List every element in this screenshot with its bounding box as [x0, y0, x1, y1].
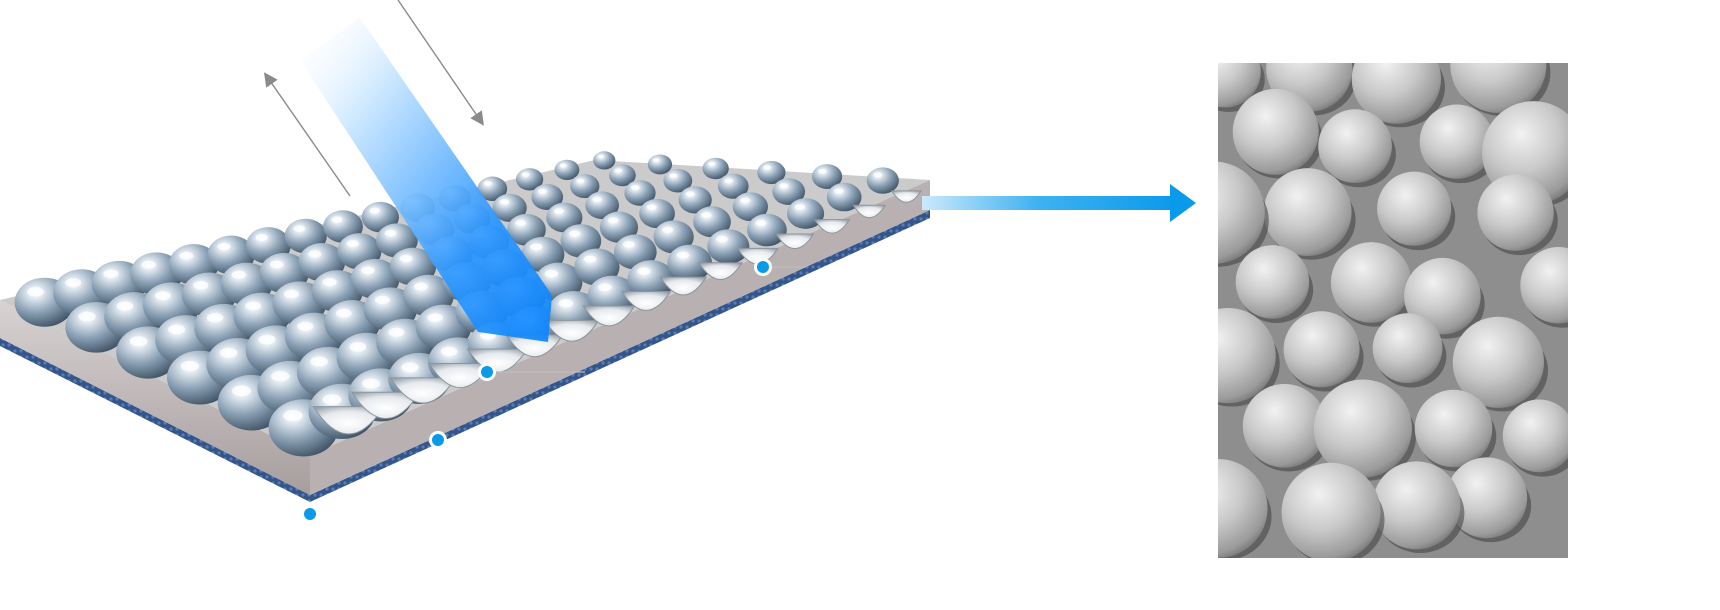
microsphere [1520, 247, 1568, 328]
glass-bead [647, 154, 673, 175]
arrow-up-left-icon [264, 72, 351, 197]
half-shell-cup [852, 204, 887, 219]
glass-bead [477, 176, 508, 201]
glass-bead [663, 168, 693, 193]
microsphere [1502, 399, 1568, 477]
microsphere [1477, 174, 1558, 256]
half-shell-cup [697, 262, 743, 280]
glass-bead [757, 160, 786, 185]
microsphere [1404, 257, 1485, 339]
microsphere [1330, 242, 1416, 327]
glass-bead [531, 183, 564, 211]
microsphere [1318, 109, 1396, 188]
microsphere [1372, 461, 1465, 553]
glass-bead [786, 198, 825, 229]
glass-bead [653, 220, 694, 254]
glass-bead [639, 198, 675, 229]
glass-bead [515, 168, 544, 191]
glass-bead [772, 178, 806, 206]
half-shell-cup [620, 291, 672, 311]
glass-bead [609, 164, 636, 187]
microsphere [1377, 171, 1456, 251]
glass-bead [826, 182, 862, 212]
glass-bead [570, 174, 600, 199]
glass-bead [693, 206, 731, 238]
microsphere [1372, 313, 1447, 388]
microsphere [1281, 462, 1385, 558]
microsphere [1218, 307, 1280, 407]
callouts [304, 258, 805, 520]
glass-bead [627, 260, 675, 299]
microsphere [1419, 104, 1498, 184]
dot-marker-icon [478, 363, 496, 381]
glass-bead [554, 159, 580, 180]
microsphere [1283, 311, 1364, 392]
glass-bead [624, 180, 656, 206]
glass-bead [599, 211, 639, 243]
glass-bead [811, 164, 843, 189]
microsphere [1242, 383, 1331, 472]
glass-bead [667, 244, 713, 282]
dot-marker-icon [754, 258, 772, 276]
microsphere [1414, 389, 1497, 472]
substrate-front-face [0, 300, 310, 495]
glass-bead [702, 157, 729, 180]
half-shell-cup [890, 190, 923, 203]
microsphere [1218, 161, 1269, 267]
microsphere [1232, 88, 1323, 179]
half-shell-cup [813, 219, 851, 234]
microsphere [1263, 168, 1356, 260]
microsphere [1351, 63, 1445, 128]
microsphere [1235, 245, 1314, 324]
glass-bead [593, 151, 616, 170]
glass-bead [717, 173, 749, 199]
dot-marker-icon [429, 431, 447, 449]
glass-bead [546, 202, 583, 233]
glass-bead [732, 192, 768, 222]
glass-bead [678, 186, 712, 214]
microsphere [1452, 316, 1549, 412]
microsphere [1218, 458, 1272, 558]
half-shell-cup [775, 233, 815, 250]
glass-bead [492, 193, 527, 222]
incident-light-beam [300, 18, 552, 342]
glass-bead [585, 191, 620, 220]
glass-bead [747, 213, 787, 247]
microsphere [1446, 457, 1532, 543]
arrow-down-right-icon [397, 0, 484, 126]
microsphere [1313, 379, 1416, 481]
glass-bead [866, 167, 899, 194]
sem-micrograph [1218, 63, 1568, 558]
half-shell-cup [659, 276, 708, 296]
dot-marker-icon [304, 508, 316, 520]
substrate-right-face [310, 180, 930, 495]
arrow-right-icon [922, 184, 1196, 222]
glass-bead [707, 229, 750, 264]
